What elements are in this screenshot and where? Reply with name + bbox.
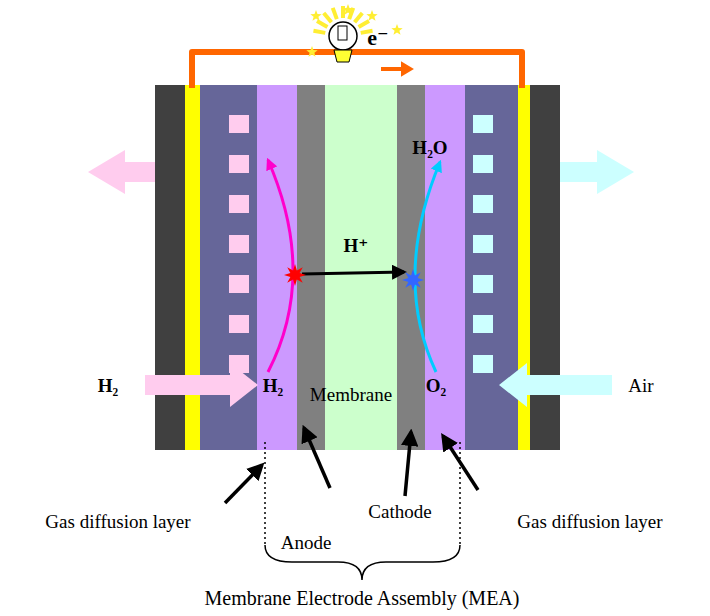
channel — [229, 315, 249, 333]
part-name: Gas diffusion layer — [517, 512, 662, 533]
light-ray — [313, 31, 325, 33]
proton-arrow — [302, 272, 404, 274]
light-ray — [317, 21, 327, 27]
leader-arrow — [304, 428, 330, 488]
air-label: Air — [628, 376, 653, 397]
star-mark — [284, 264, 306, 286]
leader-arrow — [405, 432, 411, 496]
light-ray — [324, 13, 332, 22]
light-ray — [355, 13, 363, 22]
star-mark — [366, 10, 377, 21]
star-mark — [391, 24, 402, 35]
part-name: Cathode — [368, 502, 431, 523]
light-ray — [333, 8, 337, 19]
channel — [229, 235, 249, 253]
flow-channels — [473, 115, 493, 373]
flow-channels — [229, 115, 249, 373]
star-mark — [310, 10, 321, 21]
channel — [473, 235, 493, 253]
channel — [473, 155, 493, 173]
channel — [473, 195, 493, 213]
hydrogen-label: H₂ — [263, 376, 283, 397]
electron-label: e⁻ — [367, 26, 388, 50]
end-plate — [530, 85, 560, 450]
current-collector — [185, 85, 200, 450]
channel — [229, 115, 249, 133]
channel — [229, 195, 249, 213]
light-ray — [341, 6, 345, 18]
gas-diffusion-layer — [257, 85, 297, 450]
channel — [473, 315, 493, 333]
assembly-label: Membrane Electrode Assembly (MEA) — [205, 587, 520, 609]
bulb-base — [334, 50, 352, 62]
leader-arrow — [225, 465, 262, 503]
hydrogen-label: H₂ — [98, 376, 118, 397]
water-label: H₂O — [412, 138, 447, 159]
bipolar-plate — [200, 85, 257, 450]
inlet-arrow — [499, 363, 612, 407]
inlet-arrow — [145, 363, 258, 407]
channel — [229, 275, 249, 293]
electron-flow-arrow — [382, 63, 412, 75]
reaction-sites — [284, 4, 424, 291]
filament — [338, 26, 347, 40]
hydrogen-path — [268, 160, 293, 372]
light-bulb — [329, 22, 357, 50]
channel — [229, 155, 249, 173]
channel — [473, 115, 493, 133]
membrane-label: Membrane — [310, 385, 392, 406]
water-path — [415, 162, 440, 372]
dotted-guide — [459, 442, 461, 545]
end-plate — [155, 85, 185, 450]
channel — [473, 355, 493, 373]
external-wire — [192, 52, 522, 88]
part-name: Gas diffusion layer — [45, 512, 190, 533]
oxygen-label: O₂ — [426, 376, 446, 397]
star-mark — [402, 269, 424, 291]
star-mark — [342, 4, 353, 15]
star-mark — [306, 46, 317, 57]
proton-label: H⁺ — [344, 236, 369, 257]
part-name: Anode — [281, 533, 332, 554]
channel — [473, 275, 493, 293]
bipolar-plate — [465, 85, 518, 450]
dotted-guide — [264, 442, 266, 545]
